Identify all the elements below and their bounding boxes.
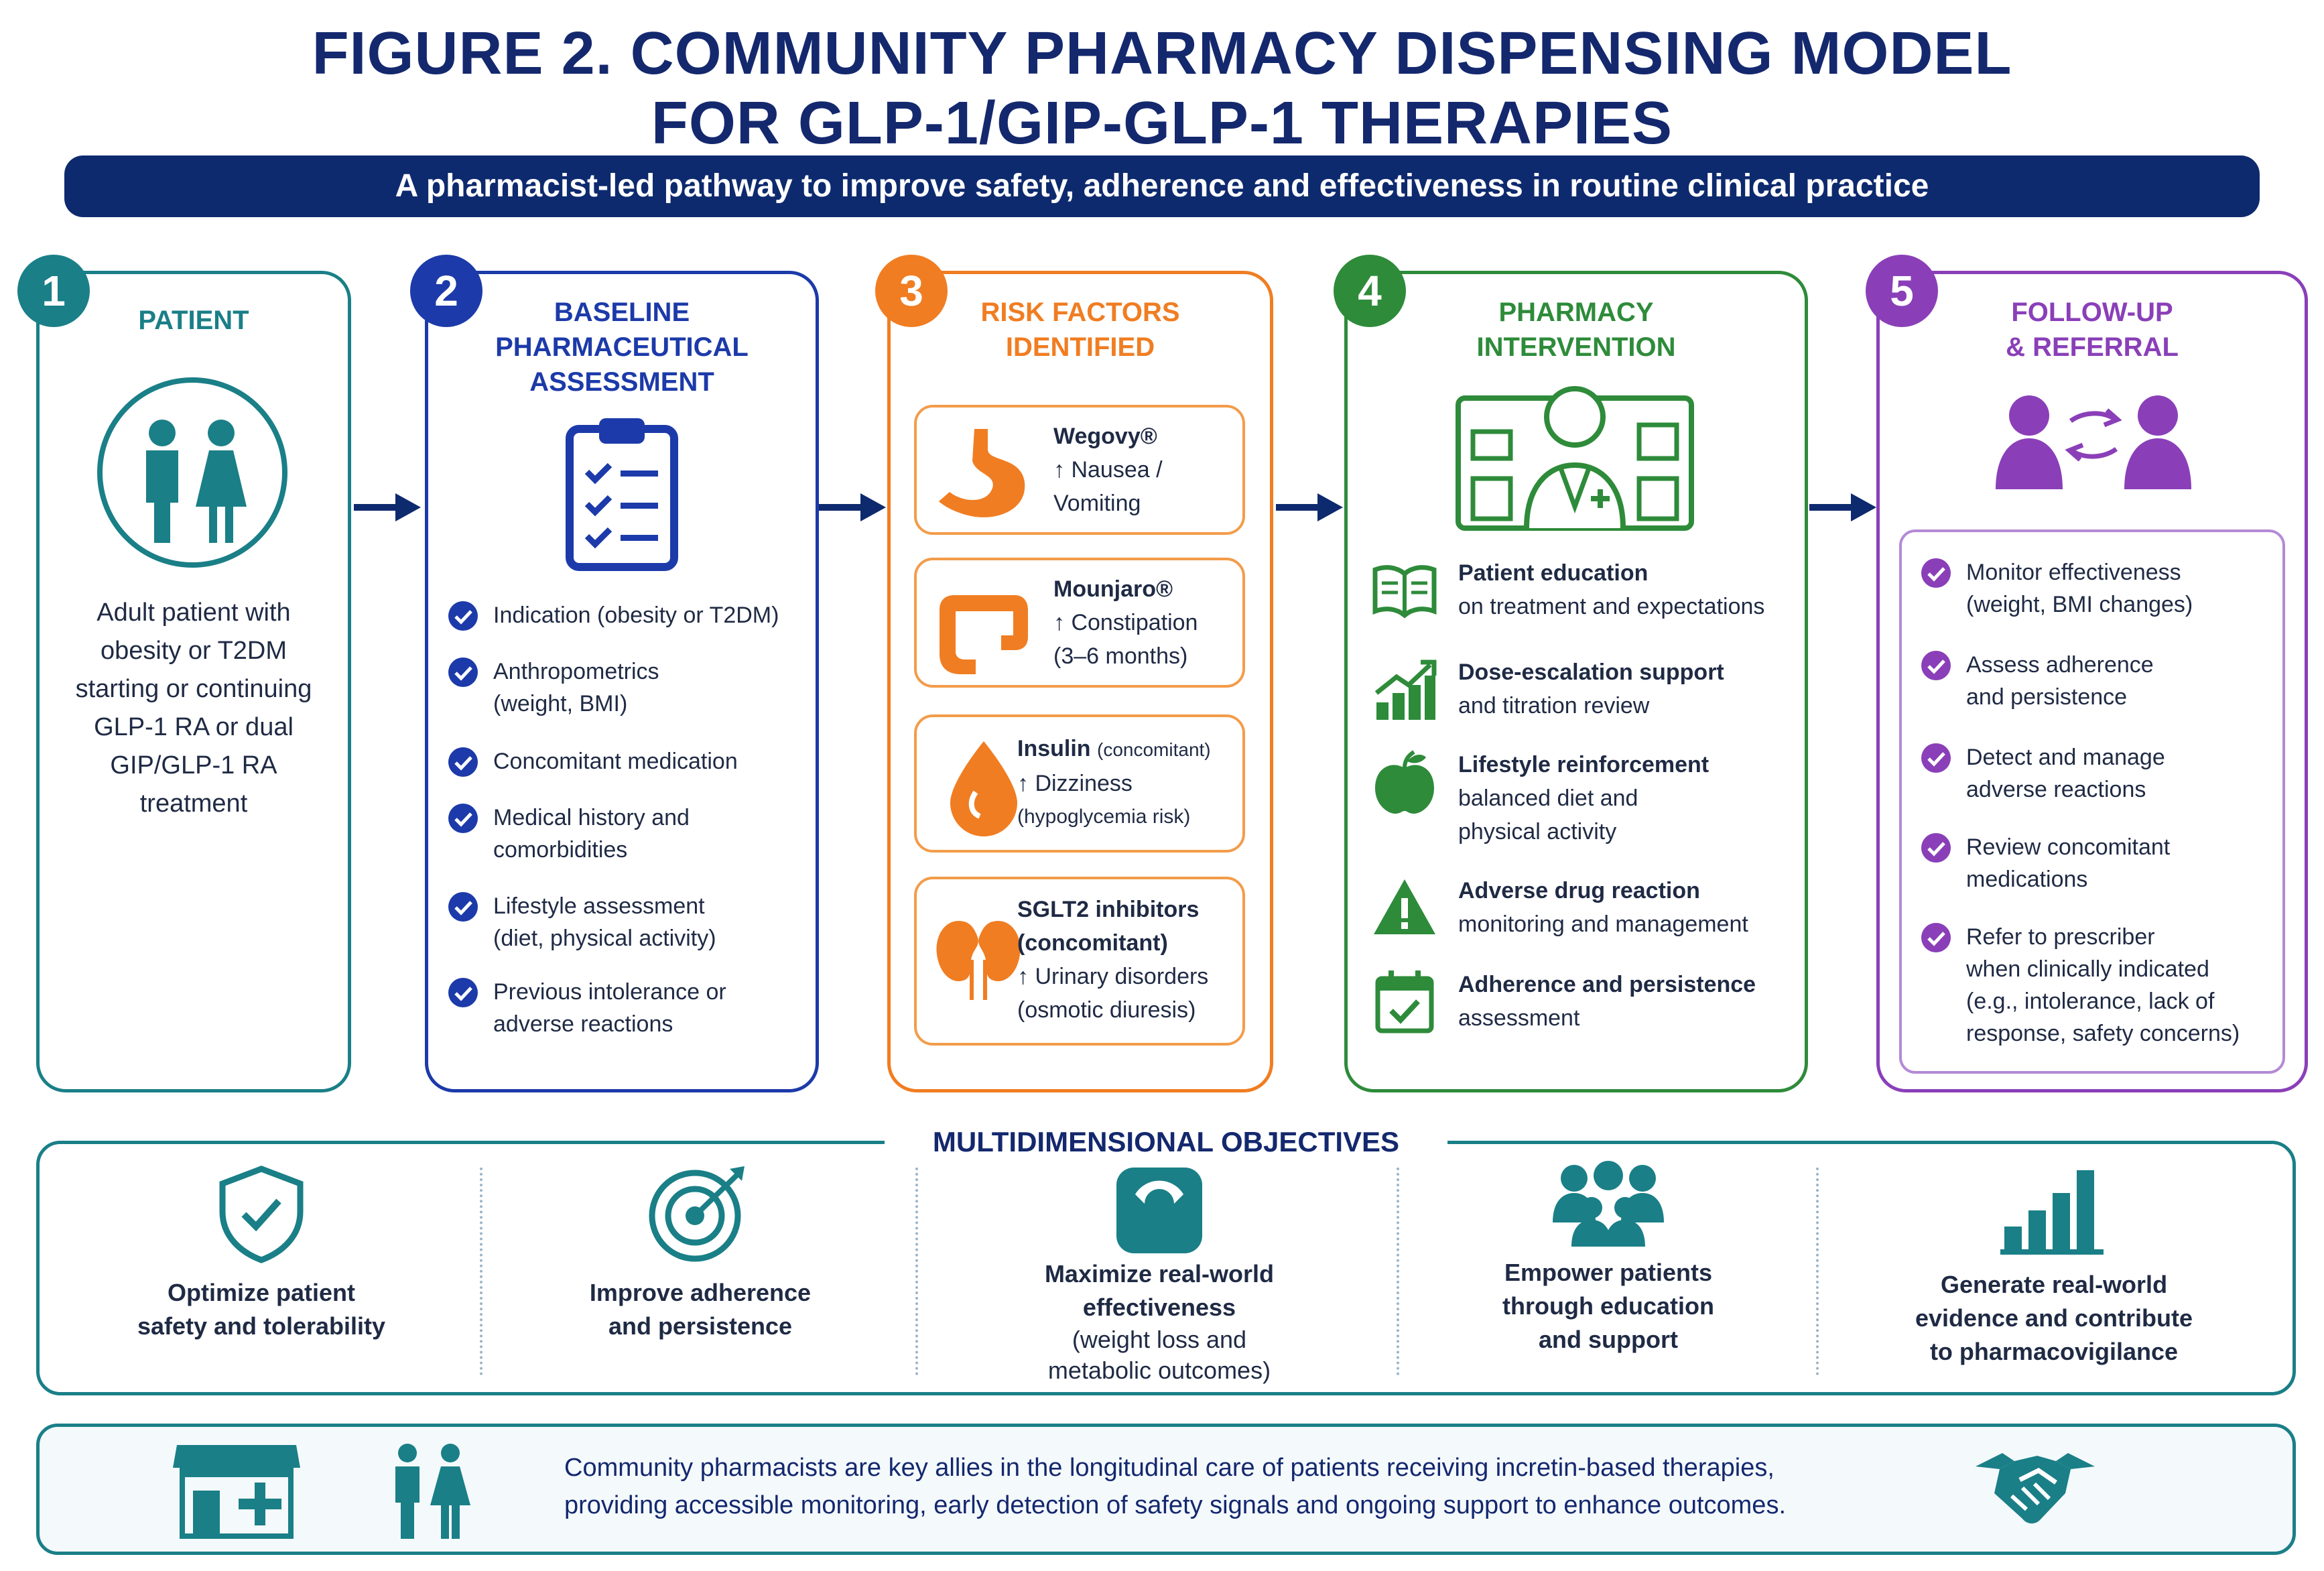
step-2-badge: 2: [410, 255, 482, 327]
step-1-title: PATIENT: [138, 306, 249, 335]
risk-card-insulin: Insulin (concomitant) ↑ Dizziness (hypog…: [914, 714, 1245, 853]
kidneys-icon: [936, 921, 1021, 1000]
intestine-icon: [940, 595, 1028, 674]
title-line-1: FIGURE 2. COMMUNITY PHARMACY DISPENSING …: [312, 20, 2012, 87]
check-circle-icon: [448, 804, 478, 833]
scale-icon: [1116, 1168, 1202, 1253]
arrow-right-icon: [1809, 493, 1876, 521]
risk-card-sglt2: SGLT2 inhibitors (concomitant) ↑ Urinary…: [914, 877, 1245, 1046]
arrow-right-icon: [354, 493, 421, 521]
arrow-right-icon: [819, 493, 886, 521]
follow-up-inner-box: [1899, 529, 2285, 1074]
risk-card-mounjaro: Mounjaro® ↑ Constipation (3–6 months): [914, 558, 1245, 688]
open-book-icon: [1372, 565, 1437, 619]
step-5-badge: 5: [1866, 255, 1938, 327]
panel-baseline-assessment: [425, 271, 819, 1092]
baseline-item: Concomitant medication: [448, 745, 738, 777]
arrow-right-icon: [1276, 493, 1343, 521]
subtitle-banner: A pharmacist-led pathway to improve safe…: [64, 155, 2260, 217]
blood-drop-icon: [950, 741, 1017, 836]
patient-description: Adult patient with obesity or T2DM start…: [75, 599, 312, 818]
divider: [1816, 1168, 1819, 1375]
check-circle-icon: [448, 892, 478, 922]
objective-adherence: Improve adherence and persistence: [496, 1164, 905, 1343]
step-3-badge: 3: [875, 255, 948, 327]
handshake-icon: [1976, 1453, 2095, 1524]
drug-name: Insulin: [1017, 736, 1091, 761]
check-circle-icon: [1921, 651, 1951, 680]
footer-message: Community pharmacists are key allies in …: [564, 1454, 1786, 1519]
drug-name: Mounjaro®: [1053, 576, 1173, 602]
growth-chart-icon: [1374, 659, 1437, 720]
referral-people-icon: [1996, 395, 2191, 489]
objective-effectiveness: Maximize real-world effectiveness (weigh…: [931, 1164, 1387, 1386]
drug-name: Wegovy®: [1053, 424, 1157, 449]
divider: [915, 1168, 918, 1375]
patients-icon: [97, 377, 287, 568]
step-4-badge: 4: [1334, 255, 1406, 327]
step-1-badge: 1: [17, 255, 90, 327]
pharmacist-icon: [1456, 386, 1694, 531]
figure-title: FIGURE 2. COMMUNITY PHARMACY DISPENSING …: [0, 19, 2324, 158]
check-circle-icon: [1921, 923, 1951, 952]
check-circle-icon: [1921, 743, 1951, 773]
objectives-title: MULTIDIMENSIONAL OBJECTIVES: [885, 1126, 1447, 1158]
risk-card-wegovy: Wegovy® ↑ Nausea / Vomiting: [914, 405, 1245, 535]
divider: [480, 1168, 482, 1375]
objective-evidence: Generate real-world evidence and contrib…: [1829, 1166, 2278, 1369]
objective-empower: Empower patients through education and s…: [1407, 1161, 1809, 1357]
check-circle-icon: [448, 747, 478, 777]
calendar-check-icon: [1375, 970, 1434, 1033]
check-circle-icon: [448, 657, 478, 687]
patients-icon: [395, 1444, 470, 1539]
step-2-title: BASELINE PHARMACEUTICAL ASSESSMENT: [495, 298, 749, 397]
step-4-title: PHARMACY INTERVENTION: [1476, 298, 1676, 362]
shield-check-icon: [219, 1166, 304, 1263]
check-circle-icon: [448, 978, 478, 1007]
step-5-title: FOLLOW-UP & REFERRAL: [2006, 298, 2179, 362]
baseline-item: Indication (obesity or T2DM): [448, 599, 779, 631]
check-circle-icon: [448, 601, 478, 631]
follow-up-item: Monitor effectiveness(weight, BMI change…: [1921, 556, 2193, 621]
stomach-icon: [939, 429, 1025, 517]
target-icon: [649, 1166, 745, 1262]
objective-safety: Optimize patient safety and tolerability: [54, 1164, 469, 1343]
apple-icon: [1375, 750, 1434, 814]
divider: [1397, 1168, 1399, 1375]
warning-icon: [1374, 879, 1435, 934]
clipboard-checklist-icon: [566, 418, 678, 571]
title-line-2: FOR GLP-1/GIP-GLP-1 THERAPIES: [651, 90, 1673, 157]
baseline-item: Anthropometrics(weight, BMI): [448, 655, 659, 720]
baseline-item: Lifestyle assessment(diet, physical acti…: [448, 890, 716, 954]
panel-patient: [36, 271, 351, 1092]
check-circle-icon: [1921, 833, 1951, 863]
panel-follow-up: [1876, 271, 2308, 1092]
drug-name: SGLT2 inhibitors: [1017, 897, 1200, 922]
group-icon: [1553, 1161, 1664, 1247]
bar-chart-icon: [2000, 1170, 2104, 1255]
pharmacy-store-icon: [173, 1445, 300, 1539]
step-3-title: RISK FACTORS IDENTIFIED: [980, 298, 1180, 362]
check-circle-icon: [1921, 558, 1951, 588]
